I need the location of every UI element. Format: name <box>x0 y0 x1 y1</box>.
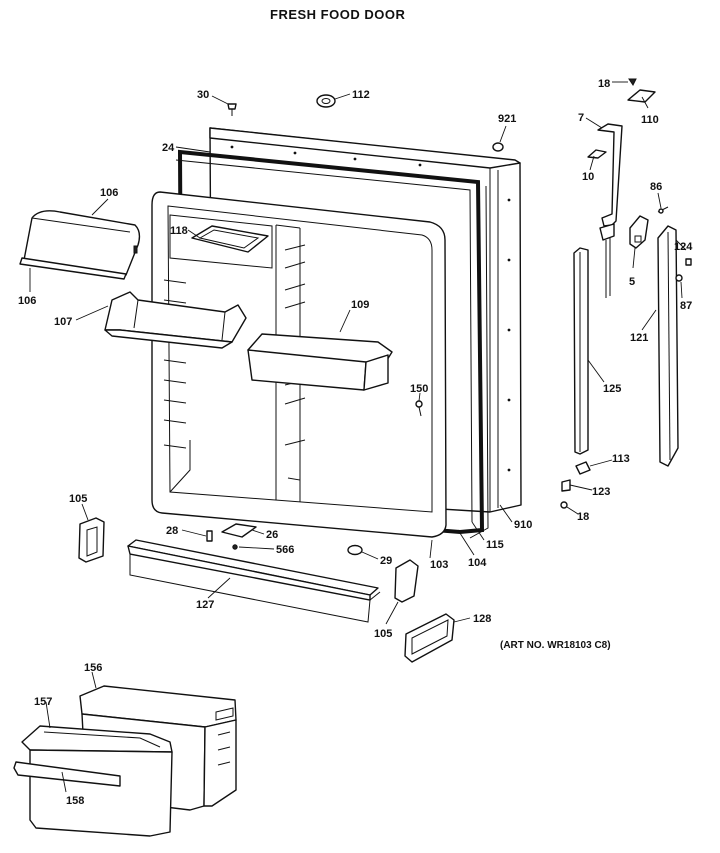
screw-86 <box>657 206 669 214</box>
callout-110: 110 <box>641 114 659 126</box>
door-bin-109 <box>247 333 393 391</box>
callout-106-top: 106 <box>100 187 118 199</box>
callout-labels: 18 110 30 112 921 7 24 10 86 106 106 118… <box>18 78 693 807</box>
bracket-26 <box>221 523 257 538</box>
callout-156: 156 <box>84 662 102 674</box>
callout-150: 150 <box>410 383 428 395</box>
callout-121: 121 <box>630 332 648 344</box>
hinge-bar-7 <box>597 123 623 298</box>
callout-123: 123 <box>592 486 610 498</box>
part-113 <box>575 461 591 475</box>
bracket-128 <box>404 613 455 663</box>
callout-127: 127 <box>196 599 214 611</box>
callout-115: 115 <box>486 539 504 551</box>
screw-18-top <box>628 78 637 86</box>
screw-18-bottom <box>560 501 568 509</box>
butter-door <box>19 210 141 280</box>
callout-26: 26 <box>266 529 278 541</box>
callout-105-left: 105 <box>69 493 87 505</box>
part-124 <box>685 258 692 266</box>
callout-125: 125 <box>603 383 621 395</box>
callout-124: 124 <box>674 241 693 253</box>
shelf-support-105-left <box>78 517 105 563</box>
callout-24: 24 <box>162 142 175 154</box>
callout-29: 29 <box>380 555 392 567</box>
bottom-trim-127 <box>127 539 381 623</box>
bushing-29 <box>347 544 363 556</box>
bushing-112 <box>316 94 336 108</box>
cap-123 <box>561 479 571 492</box>
leader-lines <box>29 81 687 793</box>
plug-921 <box>492 142 504 152</box>
callout-910: 910 <box>514 519 532 531</box>
art-number-note: (ART NO. WR18103 C8) <box>500 640 611 651</box>
drawer-handle-158 <box>13 761 121 787</box>
callout-118: 118 <box>170 225 188 237</box>
callout-28: 28 <box>166 525 178 537</box>
hinge-part-10 <box>587 149 607 159</box>
diagram-title: FRESH FOOD DOOR <box>270 7 405 22</box>
screw-30 <box>227 103 237 116</box>
callout-105-right: 105 <box>374 628 392 640</box>
callout-566: 566 <box>276 544 294 556</box>
callout-103: 103 <box>430 559 448 571</box>
callout-109: 109 <box>351 299 369 311</box>
callout-112: 112 <box>352 89 370 101</box>
callout-18-top: 18 <box>598 78 610 90</box>
callout-30: 30 <box>197 89 209 101</box>
callout-157: 157 <box>34 696 52 708</box>
callout-128: 128 <box>473 613 491 625</box>
callout-5: 5 <box>629 276 635 288</box>
dairy-bin <box>191 225 269 253</box>
pin-28 <box>206 530 213 542</box>
handle-121 <box>657 225 679 467</box>
callout-113: 113 <box>612 453 630 465</box>
callout-86: 86 <box>650 181 662 193</box>
shelf-support-105-right <box>394 559 419 603</box>
callout-18-bottom: 18 <box>577 511 589 523</box>
hinge-cover-110 <box>627 89 656 103</box>
callout-7: 7 <box>578 112 584 124</box>
screw-87 <box>675 274 683 282</box>
door-bin-107 <box>104 291 247 349</box>
callout-107: 107 <box>54 316 72 328</box>
callout-87: 87 <box>680 300 692 312</box>
callout-158: 158 <box>66 795 84 807</box>
callout-106-bottom: 106 <box>18 295 36 307</box>
callout-10: 10 <box>582 171 594 183</box>
hinge-block-5 <box>629 215 649 249</box>
callout-104: 104 <box>468 557 487 569</box>
callout-921: 921 <box>498 113 516 125</box>
handle-insert-125 <box>573 247 589 455</box>
screw-566 <box>232 544 238 550</box>
